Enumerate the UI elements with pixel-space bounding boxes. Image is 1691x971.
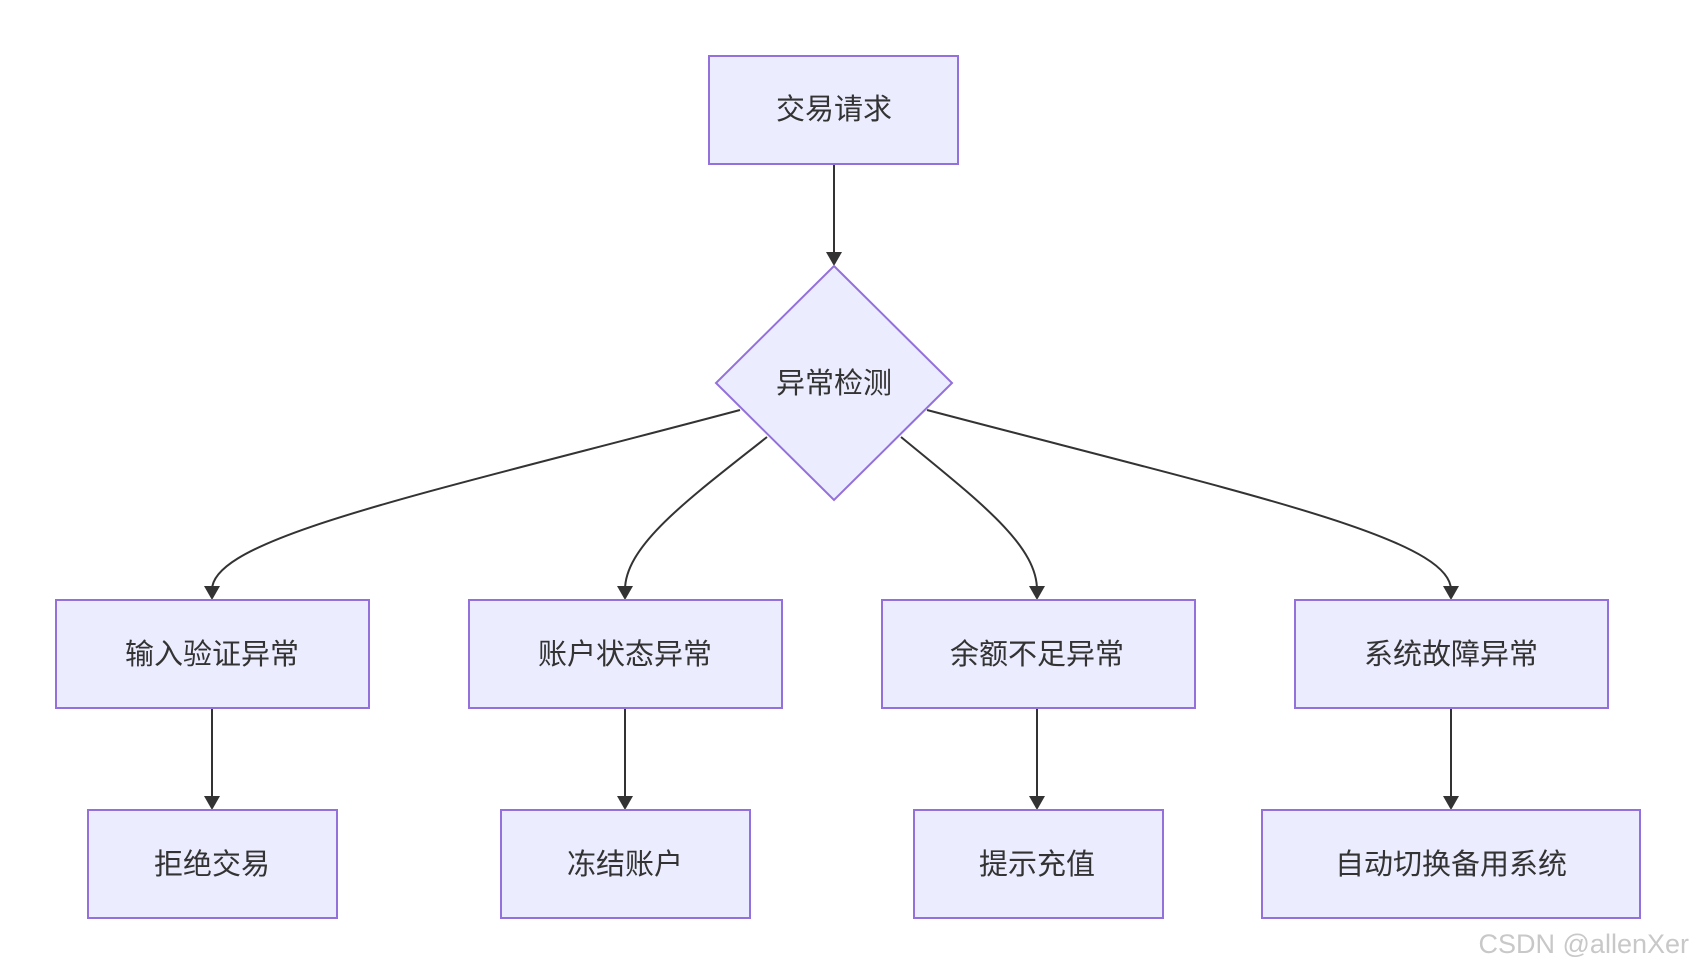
node-label-prompt-recharge: 提示充值 — [979, 847, 1095, 881]
node-anomaly-detection: 异常检测 — [714, 264, 954, 502]
node-reject-transaction: 拒绝交易 — [87, 809, 338, 919]
arrowhead-reject — [204, 796, 220, 810]
nodes: 交易请求 异常检测 输入验证异常 账户状态异常 余额不足异常 系统故障异常 拒绝… — [55, 55, 1641, 919]
arrowhead-system-error — [1443, 586, 1459, 600]
edge-detect-to-input-error — [211, 409, 741, 591]
node-label-auto-switch-backup-system: 自动切换备用系统 — [1335, 847, 1567, 881]
node-label-system-failure-error: 系统故障异常 — [1364, 637, 1538, 671]
arrowhead-account-error — [617, 586, 633, 600]
node-label-account-status-error: 账户状态异常 — [538, 637, 712, 671]
edge-detect-to-system-error — [926, 409, 1452, 591]
node-system-failure-error: 系统故障异常 — [1294, 599, 1609, 709]
arrowhead-failover — [1443, 796, 1459, 810]
node-label-input-validation-error: 输入验证异常 — [125, 637, 299, 671]
node-prompt-recharge: 提示充值 — [913, 809, 1164, 919]
node-insufficient-balance-error: 余额不足异常 — [881, 599, 1196, 709]
node-auto-switch-backup-system: 自动切换备用系统 — [1261, 809, 1641, 919]
arrowhead-balance-error — [1029, 586, 1045, 600]
arrowhead-recharge — [1029, 796, 1045, 810]
node-label-reject-transaction: 拒绝交易 — [154, 847, 270, 881]
node-label-insufficient-balance-error: 余额不足异常 — [950, 637, 1124, 671]
arrowhead-input-error — [204, 586, 220, 600]
node-label-anomaly-detection: 异常检测 — [776, 366, 892, 400]
node-freeze-account: 冻结账户 — [500, 809, 751, 919]
watermark-text: CSDN @allenXer — [1479, 929, 1689, 959]
edge-detect-to-balance-error — [900, 436, 1038, 591]
node-account-status-error: 账户状态异常 — [468, 599, 783, 709]
node-transaction-request: 交易请求 — [708, 55, 959, 165]
edge-detect-to-account-error — [624, 436, 768, 591]
arrowhead-freeze — [617, 796, 633, 810]
node-label-transaction-request: 交易请求 — [776, 92, 892, 126]
node-input-validation-error: 输入验证异常 — [55, 599, 370, 709]
arrowhead-detect — [826, 252, 842, 266]
node-label-freeze-account: 冻结账户 — [567, 847, 683, 881]
edges — [204, 164, 1459, 810]
